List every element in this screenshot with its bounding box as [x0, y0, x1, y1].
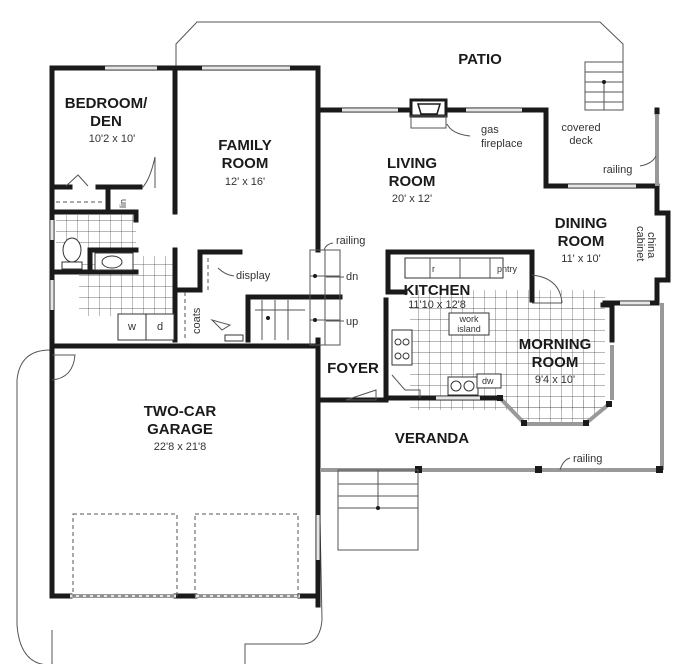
interior-stairs — [255, 249, 341, 346]
deck-railing — [639, 114, 659, 186]
foyer-label: FOYER — [327, 360, 379, 377]
garage-label-1: TWO-CAR — [144, 403, 217, 420]
bedroom-dims: 10'2 x 10' — [89, 133, 135, 145]
garage-doors — [72, 513, 299, 597]
stair-railing-label: railing — [336, 235, 365, 247]
bedroom-label-2: DEN — [90, 113, 122, 130]
linen-label: lin — [118, 199, 128, 208]
covered-deck-label-1: covered — [561, 122, 600, 134]
family-dims: 12' x 16' — [225, 176, 265, 188]
patio-label: PATIO — [458, 51, 502, 68]
china-cabinet-label-2: cabinet — [634, 226, 646, 261]
bay-posts — [497, 395, 612, 426]
dishwasher-label: dw — [482, 376, 494, 386]
morning-label-2: ROOM — [532, 354, 579, 371]
annotations: gas fireplace railing railing railing di… — [118, 124, 657, 465]
bath-fixtures — [56, 201, 134, 271]
leader-lines — [217, 242, 344, 322]
dryer-label: d — [157, 321, 163, 333]
living-dims: 20' x 12' — [392, 193, 432, 205]
dining-label-1: DINING — [555, 215, 608, 232]
covered-deck-label-2: deck — [569, 135, 593, 147]
morning-label-1: MORNING — [519, 336, 592, 353]
kitchen-morning-tile — [410, 290, 605, 425]
gas-fireplace-label-2: fireplace — [481, 138, 523, 150]
garage-dims: 22'8 x 21'8 — [154, 441, 207, 453]
patio-outline — [175, 21, 624, 100]
deck-railing-label: railing — [603, 164, 632, 176]
work-island-label-1: work — [458, 314, 479, 324]
bedroom-label-1: BEDROOM/ — [65, 95, 148, 112]
garage-label-2: GARAGE — [147, 421, 213, 438]
family-label-2: ROOM — [222, 155, 269, 172]
veranda — [320, 303, 664, 551]
gas-fireplace-label-1: gas — [481, 124, 499, 136]
kitchen-label: KITCHEN — [404, 282, 471, 299]
patio-stairs — [584, 61, 624, 111]
coats-label: coats — [191, 307, 203, 334]
china-cabinet-label-1: china — [645, 232, 657, 259]
morning-dims: 9'4 x 10' — [535, 374, 575, 386]
living-label-1: LIVING — [387, 155, 437, 172]
doors — [51, 156, 563, 401]
kitchen-fixtures — [391, 257, 504, 398]
washer-label: w — [127, 321, 136, 333]
family-label-1: FAMILY — [218, 137, 272, 154]
stairs-down-label: dn — [346, 271, 358, 283]
dining-label-2: ROOM — [558, 233, 605, 250]
pantry-label: pntry — [497, 264, 518, 274]
fridge-label: r — [432, 264, 435, 274]
work-island-label-2: island — [457, 324, 481, 334]
stairs-up-label: up — [346, 316, 358, 328]
veranda-label: VERANDA — [395, 430, 469, 447]
kitchen-dims: 11'10 x 12'8 — [408, 299, 466, 311]
veranda-railing-label: railing — [573, 453, 602, 465]
living-label-2: ROOM — [389, 173, 436, 190]
gas-fireplace — [409, 98, 471, 137]
laundry — [117, 258, 209, 341]
driveway-outline — [16, 349, 323, 666]
room-labels: PATIO BEDROOM/ DEN 10'2 x 10' FAMILY ROO… — [65, 51, 608, 453]
dining-dims: 11' x 10' — [561, 253, 600, 265]
display-label: display — [236, 270, 271, 282]
